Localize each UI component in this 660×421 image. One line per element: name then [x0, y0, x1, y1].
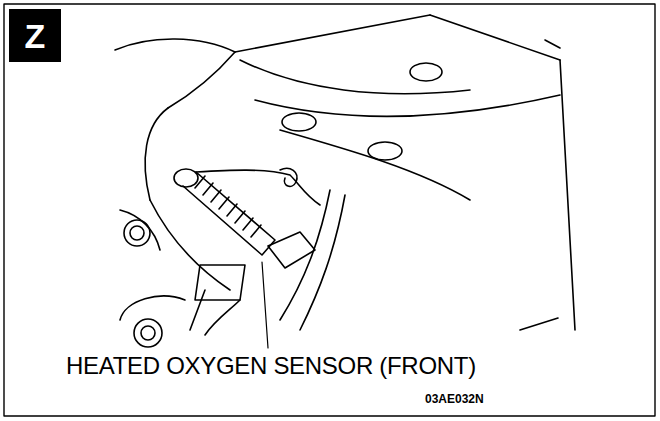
engine-edge: [560, 60, 575, 330]
engine-edge: [240, 60, 470, 94]
engine-edge: [115, 39, 235, 52]
engine-edge: [430, 15, 560, 60]
engine-edge: [520, 318, 558, 330]
illustration-lines: [4, 4, 655, 416]
figure-letter-box: Z: [9, 9, 61, 62]
frame-border: [4, 4, 655, 416]
bolt-hole: [410, 63, 442, 81]
sensor-loop: [174, 169, 198, 187]
manifold-edge: [300, 195, 345, 330]
sensor-hex: [268, 232, 315, 268]
manifold-edge: [280, 190, 330, 320]
manifold-edge: [190, 290, 205, 330]
sensor-thread: [195, 176, 261, 237]
manifold-edge: [205, 300, 240, 335]
engine-edge: [168, 52, 235, 108]
manifold-edge: [120, 210, 160, 250]
engine-edge: [145, 108, 168, 200]
manifold-edge: [120, 296, 185, 320]
sensor-wire: [196, 170, 320, 205]
figure-letter: Z: [25, 19, 46, 53]
bolt-head: [124, 220, 150, 246]
bolt-hole: [282, 113, 316, 131]
engine-edge: [545, 40, 560, 48]
leader-line: [262, 262, 268, 348]
bolt-head: [130, 226, 144, 240]
sensor-body: [183, 172, 275, 255]
figure-code: 03AE032N: [425, 393, 484, 405]
manifold-edge: [150, 200, 230, 290]
bolt-head: [141, 326, 155, 340]
engine-edge: [280, 130, 470, 200]
part-label: HEATED OXYGEN SENSOR (FRONT): [66, 354, 476, 378]
wire-clip: [280, 168, 297, 186]
engine-edge: [235, 15, 430, 52]
bolt-hole: [368, 142, 402, 160]
bolt-head: [134, 319, 162, 347]
